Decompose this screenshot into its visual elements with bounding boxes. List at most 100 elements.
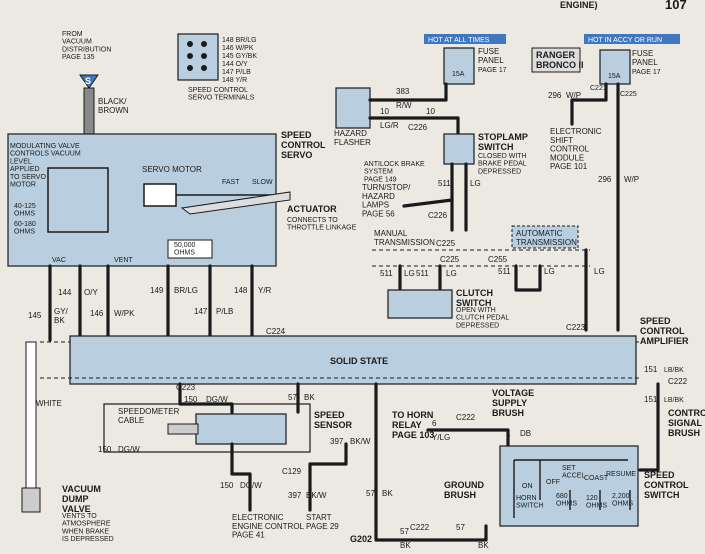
c129-label: C129 bbox=[282, 467, 302, 476]
fast-label: FAST bbox=[222, 179, 240, 186]
bkd-label: BK bbox=[478, 541, 489, 550]
w383-label: 383 bbox=[396, 87, 410, 96]
solid-state-label: SOLID STATE bbox=[330, 356, 388, 366]
w1-label: 1 bbox=[506, 429, 511, 438]
w151b-label: 151 bbox=[644, 395, 658, 404]
w145-label: 145 bbox=[28, 311, 42, 320]
w6-label: 6 bbox=[432, 419, 437, 428]
speed-control-amplifier-module bbox=[69, 335, 637, 385]
auto-jumper bbox=[514, 264, 542, 292]
speed-sensor bbox=[195, 413, 287, 445]
w150c-label: 150 bbox=[220, 481, 234, 490]
w150b-label: 150 bbox=[98, 445, 112, 454]
wpk-label: W/PK bbox=[114, 309, 135, 318]
bkwb-label: BK/W bbox=[306, 491, 327, 500]
servo-terminal-pins bbox=[187, 41, 207, 71]
speedometer-cable bbox=[167, 423, 199, 435]
servo-terminal-wire-2: 145 GY/BK bbox=[222, 53, 257, 60]
w57a-label: 57 bbox=[288, 393, 297, 402]
fuse-15a-right-label: 15A bbox=[608, 73, 621, 80]
automatic-transmission-box bbox=[511, 225, 579, 249]
wire-to-lamps bbox=[402, 198, 454, 208]
wire-397 bbox=[308, 442, 348, 512]
black-brown-label: BLACK/BROWN bbox=[98, 97, 129, 115]
servo-terminal-wire-3: 144 O/Y bbox=[222, 61, 248, 68]
fuse-panel-left bbox=[443, 47, 475, 85]
dgwb-label: DG/W bbox=[118, 445, 140, 454]
stoplamp-switch bbox=[443, 133, 475, 165]
bkb-label: BK bbox=[382, 489, 393, 498]
ranger-bronco-box bbox=[531, 47, 581, 73]
lbbkb-label: LB/BK bbox=[664, 397, 684, 404]
dgwc-label: DG/W bbox=[240, 481, 262, 490]
c225a-label: C225 bbox=[620, 91, 637, 98]
speed-control-servo-module bbox=[7, 133, 277, 267]
off-label: OFF bbox=[546, 479, 560, 486]
wire-151 bbox=[638, 382, 660, 472]
slow-label: SLOW bbox=[252, 179, 273, 186]
wpa-label: W/P bbox=[566, 91, 581, 100]
on-label: ON bbox=[522, 483, 533, 490]
g202-label: G202 bbox=[350, 534, 372, 544]
w511-label-3: 511 bbox=[416, 269, 429, 278]
wire-296-a bbox=[570, 82, 608, 126]
w10a-label: 10 bbox=[380, 107, 389, 116]
actuator-chain bbox=[180, 191, 291, 215]
db-label: DB bbox=[520, 429, 531, 438]
resistor-50000 bbox=[167, 239, 213, 259]
c226b-label: C226 bbox=[428, 211, 448, 220]
servo-motor-label: SERVO MOTOR bbox=[142, 165, 202, 174]
vacuum-dump-valve bbox=[21, 487, 41, 513]
resume-label: RESUME bbox=[606, 471, 636, 478]
w397a-label: 397 bbox=[330, 437, 344, 446]
white-label: WHITE bbox=[36, 399, 62, 408]
wire-10 bbox=[368, 116, 460, 136]
bkwa-label: BK/W bbox=[350, 437, 371, 446]
wpb-label: W/P bbox=[624, 175, 639, 184]
c225b-label: C225 bbox=[436, 239, 456, 248]
lg-label-3: LG bbox=[446, 269, 457, 278]
w57c-label: 57 bbox=[400, 527, 409, 536]
w57b-label: 57 bbox=[366, 489, 375, 498]
w10b-label: 10 bbox=[426, 107, 435, 116]
c224-label: C224 bbox=[266, 327, 286, 336]
c222c-label: C222 bbox=[410, 523, 430, 532]
control-signal-label: CONTROLSIGNALBRUSH bbox=[668, 408, 705, 438]
actuator-label: ACTUATOR bbox=[287, 204, 337, 214]
w57d-label: 57 bbox=[456, 523, 465, 532]
wire-383 bbox=[368, 82, 448, 102]
lg-label-5: LG bbox=[594, 267, 605, 276]
c221-label: C221 bbox=[590, 85, 607, 92]
bkc-label: BK bbox=[400, 541, 411, 550]
clutch-switch bbox=[387, 289, 453, 319]
w397b-label: 397 bbox=[288, 491, 302, 500]
fuse-panel-right bbox=[599, 49, 631, 85]
servo-terminal-wire-4: 147 P/LB bbox=[222, 69, 251, 76]
w148-label: 148 bbox=[234, 286, 248, 295]
w151a-label: 151 bbox=[644, 365, 658, 374]
c223b-label: C223 bbox=[176, 383, 196, 392]
oy-label: O/Y bbox=[84, 288, 98, 297]
